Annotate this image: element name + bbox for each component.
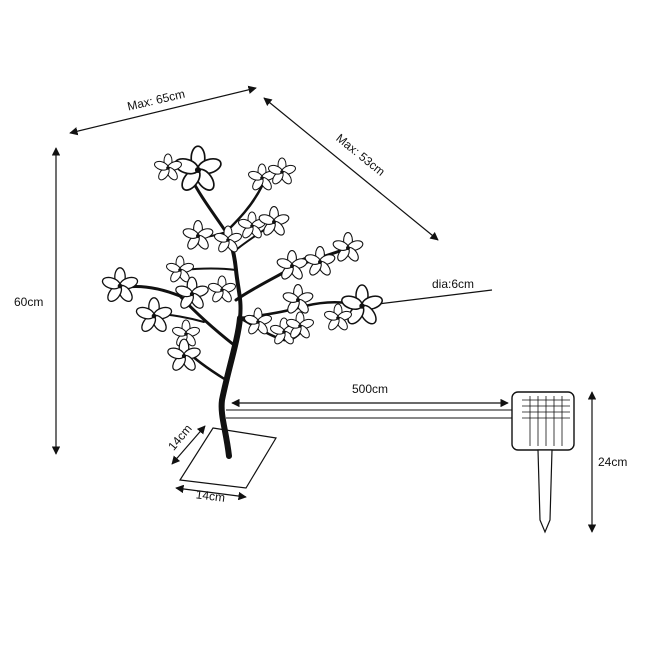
blossom bbox=[212, 225, 244, 255]
blossom bbox=[242, 307, 274, 337]
solar-panel-cells bbox=[522, 396, 570, 446]
width-dimension-line bbox=[69, 85, 257, 136]
blossom bbox=[134, 297, 174, 335]
blossom bbox=[172, 145, 224, 195]
solar-panel-frame bbox=[511, 391, 575, 451]
solar-panel bbox=[511, 391, 575, 534]
cable bbox=[226, 409, 512, 419]
blossom bbox=[331, 232, 365, 264]
blossom bbox=[257, 206, 291, 238]
flower-diameter-dimension: dia:6cm bbox=[369, 277, 493, 306]
tree-branches bbox=[118, 174, 364, 459]
flower-diameter-leader bbox=[369, 289, 493, 306]
blossom bbox=[206, 275, 238, 305]
blossom bbox=[100, 267, 140, 305]
base-width-label: 14cm bbox=[195, 487, 226, 504]
blossom bbox=[303, 246, 337, 278]
solar-panel-stake bbox=[537, 449, 553, 534]
blossom bbox=[275, 250, 309, 282]
blossom bbox=[173, 276, 211, 312]
base-depth-label: 14cm bbox=[165, 422, 195, 453]
base-width-line bbox=[175, 484, 247, 501]
width-dimension-label: Max: 65cm bbox=[126, 87, 186, 114]
width-dimension: Max: 65cm bbox=[69, 85, 257, 136]
depth-dimension-line bbox=[263, 97, 439, 241]
panel-height-dimension: 24cm bbox=[587, 391, 627, 533]
branch-left-long bbox=[118, 284, 236, 347]
tree-trunk bbox=[218, 315, 243, 459]
blossom bbox=[165, 338, 203, 374]
base-depth-line bbox=[171, 425, 206, 465]
flower-diameter-label: dia:6cm bbox=[432, 277, 474, 291]
cable-length-label: 500cm bbox=[352, 382, 388, 396]
blossom bbox=[181, 220, 215, 252]
height-dimension: 60cm bbox=[14, 147, 61, 455]
depth-dimension-label: Max: 53cm bbox=[333, 131, 387, 179]
base-width-dimension: 14cm bbox=[175, 484, 247, 505]
cable-length-dimension: 500cm bbox=[231, 382, 509, 408]
blossom bbox=[339, 284, 385, 328]
panel-height-label: 24cm bbox=[598, 455, 627, 469]
blossom bbox=[266, 157, 298, 187]
height-dimension-label: 60cm bbox=[14, 295, 43, 309]
blossom bbox=[152, 153, 184, 183]
blossoms bbox=[100, 145, 385, 374]
